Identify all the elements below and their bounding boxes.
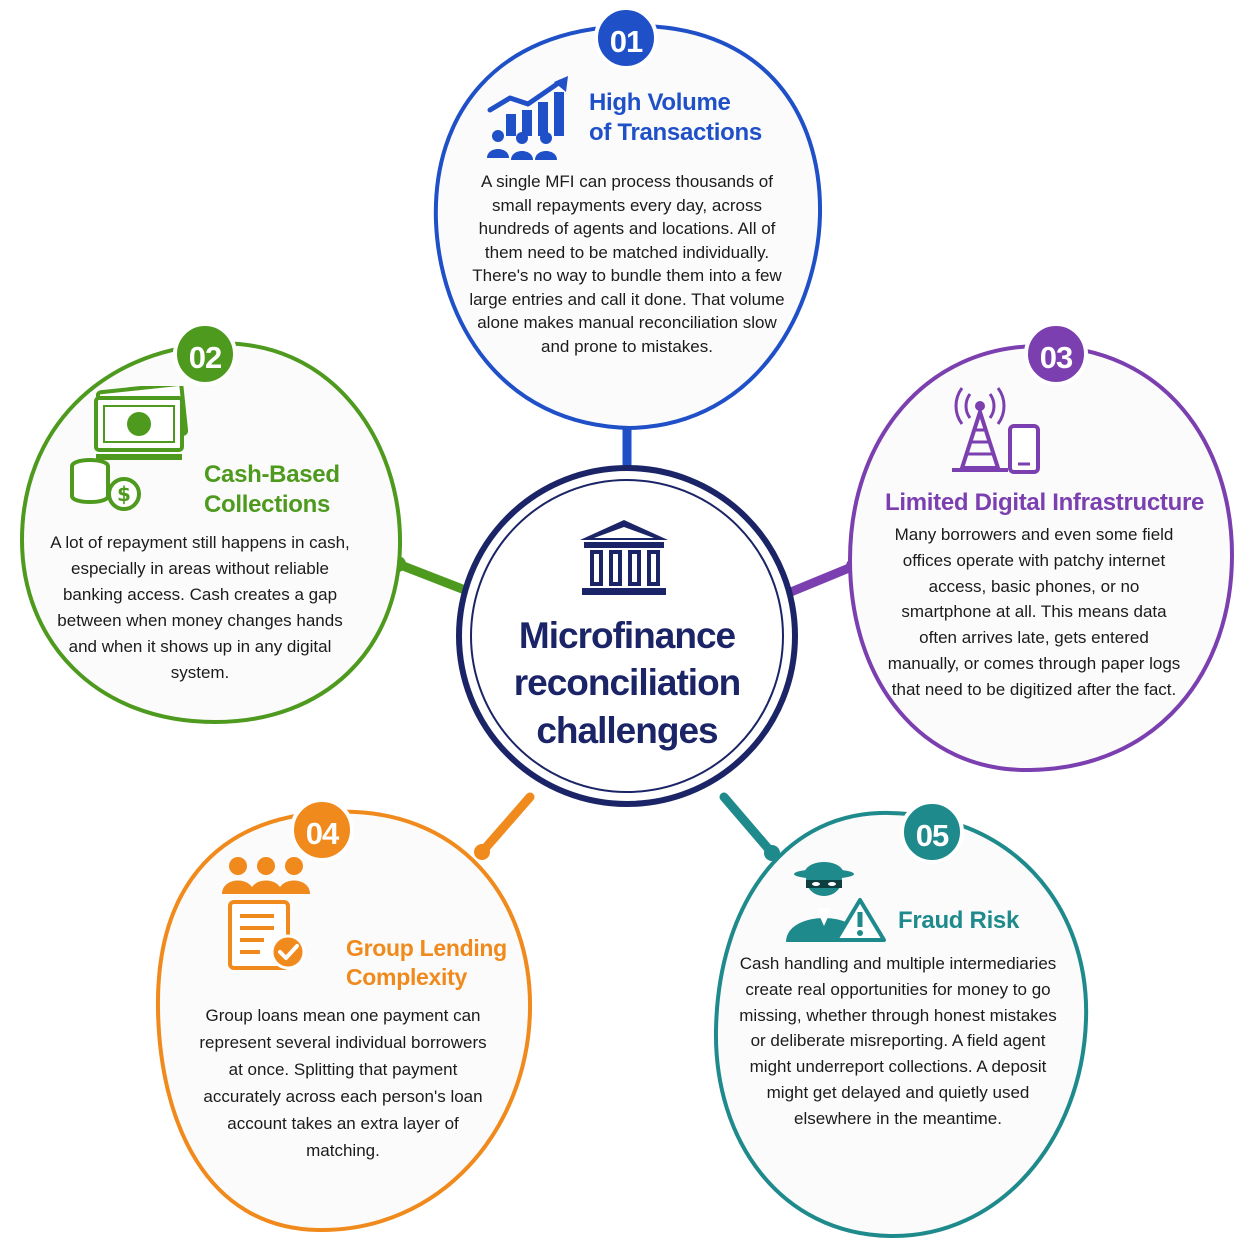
signal-tower-phone-icon xyxy=(952,387,1040,474)
challenge-03-title-line1: Limited Digital Infrastructure xyxy=(885,489,1205,516)
challenge-02-body: A lot of repayment still happens in cash… xyxy=(50,533,350,682)
connector-02 xyxy=(393,559,475,597)
badge-05: 05 xyxy=(900,800,964,864)
bank-building-icon xyxy=(580,520,668,595)
challenge-04-title-line1: Group Lending xyxy=(346,935,507,961)
group-checklist-icon xyxy=(222,857,310,970)
connector-dot-04 xyxy=(474,844,490,860)
challenge-01-title-line1: High Volume xyxy=(589,89,731,116)
center-circle-inner xyxy=(470,479,784,793)
challenge-02-title: Cash-Based Collections xyxy=(204,460,340,520)
challenge-02-title-line1: Cash-Based xyxy=(204,461,340,488)
challenge-03-title: Limited Digital Infrastructure xyxy=(885,488,1204,518)
svg-text:$: $ xyxy=(117,482,131,506)
challenge-04-title-line2: Complexity xyxy=(346,963,467,990)
challenge-02-title-line2: Collections xyxy=(204,491,331,518)
challenge-03-body: Many borrowers and even some field offic… xyxy=(887,525,1181,699)
connector-05 xyxy=(719,792,777,858)
masked-thief-warning-icon xyxy=(786,862,886,942)
badge-03: 03 xyxy=(1024,322,1088,386)
bubble-05 xyxy=(713,810,1089,1239)
badge-02: 02 xyxy=(173,322,237,386)
challenge-01-title-line2: of Transactions xyxy=(589,119,762,146)
center-title: Microfinance reconciliation challenges xyxy=(513,615,742,751)
connector-04 xyxy=(477,792,535,857)
badge-04: 04 xyxy=(290,798,354,862)
challenge-05-title-line1: Fraud Risk xyxy=(898,907,1020,934)
challenge-01-body: A single MFI can process thousands of sm… xyxy=(469,172,785,356)
connector-03 xyxy=(781,561,859,599)
cash-stack-coins-icon: $ xyxy=(70,386,188,511)
challenge-04-body: Group loans mean one payment can represe… xyxy=(199,1006,487,1160)
growth-chart-people-icon xyxy=(487,76,568,160)
badge-01: 01 xyxy=(594,6,658,70)
challenge-04-title: Group Lending Complexity xyxy=(346,934,507,992)
challenge-01-title: High Volume of Transactions xyxy=(589,88,762,148)
challenge-05-body: Cash handling and multiple intermediarie… xyxy=(739,954,1057,1128)
challenge-05-title: Fraud Risk xyxy=(898,906,1019,936)
bubble-03 xyxy=(847,343,1235,773)
